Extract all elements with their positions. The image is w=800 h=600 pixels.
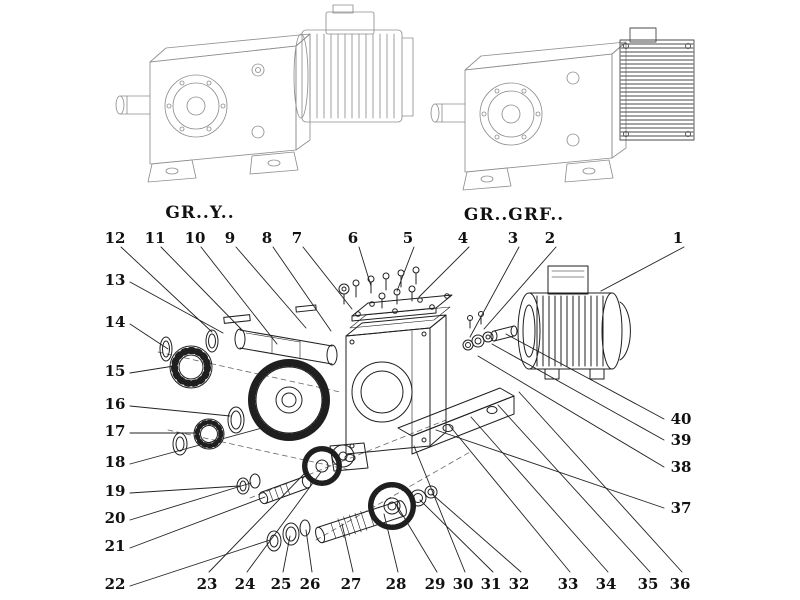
motor-fins [309, 33, 395, 119]
callout-number-20: 20 [105, 509, 126, 527]
callout-number-6: 6 [348, 229, 358, 247]
leader-line-1 [600, 246, 685, 292]
leader-line-38 [477, 355, 665, 468]
callout-number-10: 10 [185, 229, 206, 247]
leader-line-22 [129, 539, 271, 587]
callout-number-29: 29 [425, 575, 446, 593]
leader-line-25 [282, 535, 291, 573]
callout-number-11: 11 [145, 229, 166, 247]
callout-number-33: 33 [558, 575, 579, 593]
callout-number-3: 3 [508, 229, 518, 247]
callout-number-7: 7 [292, 229, 302, 247]
leader-line-27 [341, 523, 354, 573]
callout-number-9: 9 [225, 229, 235, 247]
callout-number-1: 1 [673, 229, 683, 247]
callout-number-19: 19 [105, 482, 126, 500]
leader-line-30 [413, 445, 466, 573]
finned-adapter-block [619, 27, 695, 141]
leader-line-39 [491, 343, 665, 441]
title-left: GR..Y.. [165, 203, 234, 223]
leader-line-20 [129, 482, 252, 521]
leader-line-36 [518, 391, 683, 573]
callout-number-2: 2 [545, 229, 555, 247]
leader-line-34 [470, 416, 609, 573]
leader-line-37 [435, 429, 665, 509]
exploded-motor [517, 265, 631, 380]
callout-number-25: 25 [271, 575, 292, 593]
leader-line-15 [129, 365, 175, 374]
callout-number-4: 4 [458, 229, 468, 247]
leader-line-9 [235, 246, 307, 329]
callout-number-31: 31 [481, 575, 502, 593]
callout-number-8: 8 [262, 229, 272, 247]
callout-number-40: 40 [671, 410, 692, 428]
exploded-input-shaft-parts [462, 311, 518, 351]
callout-number-16: 16 [105, 395, 126, 413]
callout-number-26: 26 [300, 575, 321, 593]
adapter-fins [620, 43, 694, 137]
leader-line-7 [302, 246, 353, 310]
leader-line-23 [208, 473, 305, 573]
exploded-large-gear [248, 359, 330, 441]
exploded-output-shaft-assembly [159, 304, 338, 389]
callout-number-34: 34 [596, 575, 617, 593]
callout-number-21: 21 [105, 537, 126, 555]
callout-number-13: 13 [105, 271, 126, 289]
leader-line-5 [396, 246, 415, 292]
callout-number-35: 35 [638, 575, 659, 593]
leader-line-28 [383, 513, 399, 573]
leader-line-33 [448, 424, 571, 573]
leader-line-18 [129, 427, 263, 465]
callout-number-23: 23 [197, 575, 218, 593]
leader-line-31 [419, 499, 494, 573]
leader-line-2 [483, 246, 557, 330]
exploded-housing [329, 314, 515, 472]
callout-number-38: 38 [671, 458, 692, 476]
leader-line-24 [246, 471, 322, 573]
callout-number-15: 15 [105, 362, 126, 380]
leader-line-21 [129, 496, 266, 549]
leader-line-11 [160, 246, 244, 332]
assembled-view-gear-motor [115, 4, 414, 183]
leader-line-13 [129, 281, 224, 334]
callout-number-18: 18 [105, 453, 126, 471]
callout-number-12: 12 [105, 229, 126, 247]
leader-line-26 [305, 529, 313, 573]
leader-line-14 [129, 323, 169, 350]
leader-line-35 [497, 404, 651, 573]
title-right: GR..GRF.. [464, 205, 564, 225]
leader-line-12 [120, 246, 213, 333]
callout-number-28: 28 [386, 575, 407, 593]
callout-number-14: 14 [105, 313, 126, 331]
leader-line-19 [129, 485, 240, 494]
exploded-output-gear-set [266, 482, 438, 552]
leader-line-40 [505, 333, 665, 420]
leader-line-3 [469, 246, 520, 338]
callout-number-37: 37 [671, 499, 692, 517]
callout-number-30: 30 [453, 575, 474, 593]
assembled-view-gear-flange [430, 41, 627, 191]
callout-number-5: 5 [403, 229, 413, 247]
callout-number-24: 24 [235, 575, 256, 593]
leader-line-10 [200, 246, 278, 345]
leader-line-6 [358, 246, 372, 287]
exploded-cover-and-bolts [338, 266, 453, 329]
callout-number-39: 39 [671, 431, 692, 449]
leader-line-32 [431, 493, 522, 573]
callout-number-17: 17 [105, 422, 126, 440]
motor-cooling-fins [536, 295, 604, 367]
leader-line-8 [272, 246, 332, 332]
leader-line-4 [418, 246, 470, 298]
exploded-left-bearings [172, 406, 245, 456]
leader-line-16 [129, 405, 231, 417]
callout-number-22: 22 [105, 575, 126, 593]
callout-number-32: 32 [509, 575, 530, 593]
leader-line-29 [395, 503, 438, 573]
callout-number-27: 27 [341, 575, 362, 593]
callout-number-36: 36 [670, 575, 691, 593]
